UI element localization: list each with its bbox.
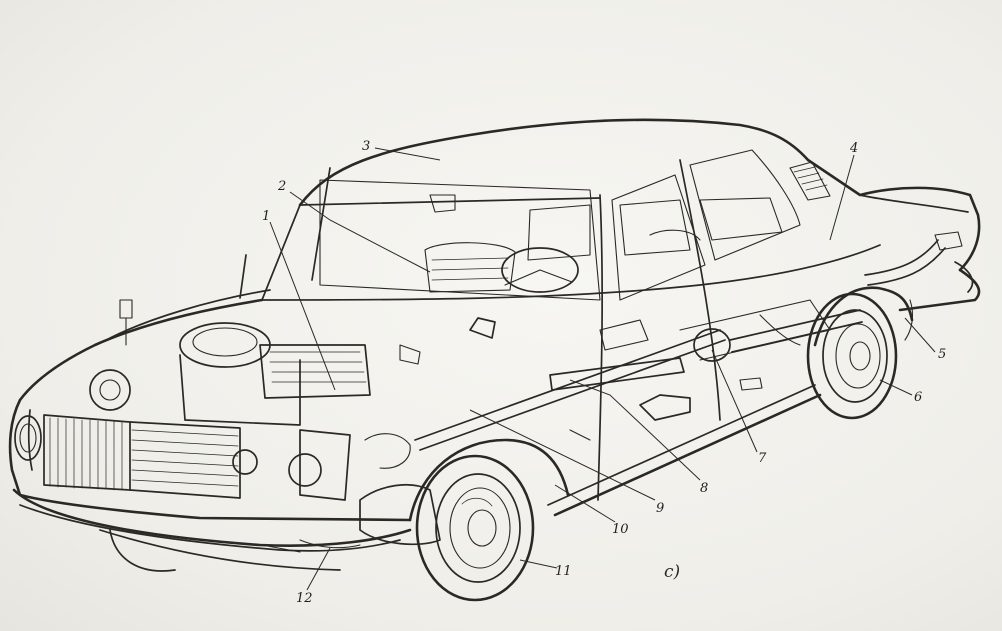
leader-lines: [269, 147, 936, 591]
callout-2: 2: [277, 179, 286, 194]
callout-8: 8: [700, 481, 708, 496]
figure-label: с): [664, 562, 680, 582]
callout-5: 5: [938, 347, 946, 362]
rear-wheel: [806, 292, 898, 420]
grille-assembly: [14, 414, 241, 499]
far-side-wheels: [109, 299, 914, 572]
antenna: [239, 254, 247, 299]
car-body: [8, 118, 981, 571]
callout-3: 3: [362, 139, 370, 154]
callout-6: 6: [914, 390, 922, 405]
front-wheel: [415, 454, 535, 602]
callout-10: 10: [612, 522, 629, 537]
callout-11: 11: [555, 564, 572, 579]
callout-labels: 1 2 3 4 5 6 7 8 9 10 11 12 с): [262, 139, 946, 606]
engine-block: [89, 299, 421, 501]
callout-12: 12: [296, 591, 313, 606]
callout-4: 4: [849, 141, 858, 156]
drivetrain: [261, 231, 963, 553]
callout-9: 9: [656, 501, 664, 516]
callout-1: 1: [262, 209, 270, 224]
callout-7: 7: [758, 451, 767, 466]
interior: [424, 194, 783, 293]
